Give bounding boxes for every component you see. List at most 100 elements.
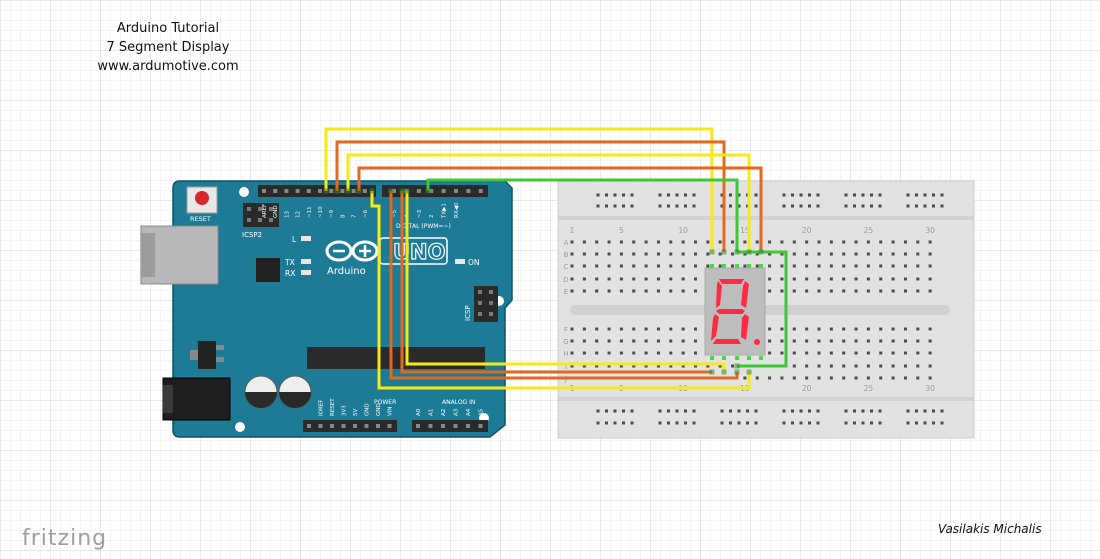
segment-d [713, 339, 741, 344]
breadboard-hole [780, 327, 784, 331]
breadboard-hole [684, 409, 687, 413]
breadboard-holes [570, 193, 944, 425]
display-segments [711, 279, 760, 345]
breadboard-hole [842, 364, 846, 368]
segment-g [716, 309, 745, 314]
breadboard-hole [656, 327, 660, 331]
mounting-hole [239, 187, 249, 197]
breadboard-hole [879, 376, 883, 380]
breadboard-hole [595, 351, 599, 355]
analog-pin-hole [441, 424, 445, 428]
digital-pin-label: 7 [352, 214, 358, 218]
breadboard-hole [879, 264, 883, 268]
breadboard-hole [582, 240, 586, 244]
power-jack [162, 377, 231, 421]
icsp2-header [243, 203, 279, 227]
display-pin [735, 356, 739, 360]
breadboard-hole [694, 339, 697, 343]
seven-segment-display: 8 [704, 264, 766, 360]
digital-pin-label: 12 [296, 211, 302, 218]
display-pin [759, 356, 763, 360]
digital-pin-label: 13 [284, 211, 290, 218]
breadboard-hole [595, 264, 599, 268]
breadboard-hole [667, 409, 670, 413]
breadboard-row-letter: C [564, 263, 569, 271]
breadboard-hole [816, 421, 820, 425]
wire-end [345, 188, 351, 194]
digital-pin-label: GND [273, 205, 279, 218]
digital-pin-hole [340, 189, 345, 193]
breadboard-hole [853, 193, 856, 197]
analog-header [412, 420, 488, 432]
wire-end-markers [323, 188, 764, 375]
breadboard-hole [903, 364, 907, 368]
breadboard-hole [605, 409, 608, 413]
breadboard-hole [829, 252, 833, 256]
wire-orange-pin6 [400, 191, 712, 374]
breadboard-hole [607, 289, 611, 293]
breadboard-hole [782, 204, 786, 208]
breadboard-hole [842, 252, 846, 256]
breadboard-row-letter: I [565, 363, 567, 371]
led-on [455, 259, 465, 264]
breadboard-hole [613, 409, 617, 413]
breadboard-hole [805, 252, 809, 256]
regulator-pin [216, 357, 224, 362]
breadboard-hole [570, 240, 574, 244]
breadboard-hole [694, 240, 697, 244]
breadboard-hole [870, 421, 873, 425]
breadboard-row-letter: H [563, 350, 568, 358]
breadboard-hole [613, 204, 617, 208]
breadboard-hole [780, 339, 784, 343]
breadboard-hole [829, 264, 833, 268]
breadboard-hole [619, 339, 623, 343]
breadboard-hole [808, 193, 811, 197]
breadboard-hole [731, 252, 735, 256]
usb-chip [256, 258, 280, 282]
wire-orange-pin9 [357, 166, 763, 252]
breadboard-hole [570, 364, 574, 368]
analog-header-label: ANALOG IN [442, 399, 475, 406]
breadboard-hole [829, 339, 833, 343]
breadboard-hole [853, 421, 856, 425]
breadboard-hole [829, 351, 833, 355]
breadboard-hole [928, 327, 932, 331]
digital-pin-label: AREF [262, 204, 268, 218]
breadboard-hole [743, 240, 747, 244]
power-pin-hole [330, 424, 334, 428]
breadboard-hole [768, 289, 772, 293]
breadboard-hole [805, 376, 809, 380]
breadboard-hole [844, 421, 848, 425]
breadboard-hole [817, 351, 821, 355]
breadboard-hole [799, 409, 803, 413]
breadboard-hole [644, 264, 648, 268]
breadboard-hole [854, 240, 858, 244]
breadboard-hole [916, 264, 920, 268]
breadboard-hole [791, 193, 794, 197]
breadboard-hole [805, 327, 809, 331]
power-pin-hole [376, 424, 380, 428]
display-pin [759, 264, 763, 268]
breadboard-hole [694, 364, 697, 368]
breadboard-hole [792, 289, 796, 293]
breadboard-hole [903, 252, 907, 256]
breadboard-hole [754, 193, 758, 197]
breadboard-hole [866, 351, 870, 355]
power-pin-label: IOREF [319, 400, 325, 416]
breadboard-hole [595, 364, 599, 368]
microcontroller-chip [307, 347, 485, 369]
wire-green-pin4 [426, 178, 739, 252]
breadboard-hole [879, 364, 883, 368]
breadboard-hole [791, 421, 794, 425]
breadboard-hole [632, 264, 636, 268]
breadboard-hole [582, 277, 586, 281]
breadboard-hole [928, 376, 932, 380]
breadboard-hole [780, 289, 784, 293]
breadboard-hole [675, 204, 679, 208]
breadboard-column-number: 30 [925, 226, 935, 235]
wire-end [425, 188, 431, 194]
breadboard-hole [768, 351, 772, 355]
breadboard-hole [903, 339, 907, 343]
segment-e [711, 314, 719, 341]
breadboard-hole [681, 339, 685, 343]
